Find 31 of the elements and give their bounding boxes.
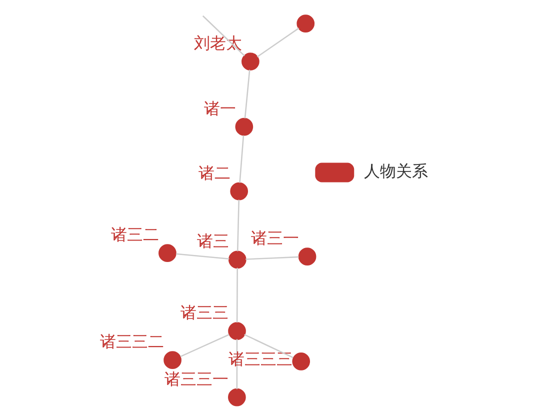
- connector: [244, 70, 250, 118]
- connector: [245, 256, 298, 260]
- node-circle: [298, 248, 316, 266]
- connector: [180, 334, 229, 358]
- node-circle: [228, 250, 246, 269]
- node-label: 诸三三一: [164, 369, 228, 388]
- node-label: 诸三三二: [99, 332, 164, 352]
- node-label: 诸三三: [180, 303, 228, 322]
- node-circle: [292, 352, 310, 370]
- node-label: 诸一: [203, 98, 236, 118]
- node-label: 诸三: [196, 232, 229, 251]
- connector: [238, 135, 244, 183]
- connector: [175, 253, 229, 260]
- node-label: 诸三一: [250, 228, 298, 248]
- node-circle: [241, 52, 259, 70]
- connector: [256, 28, 299, 58]
- node-circle: [158, 244, 176, 262]
- connector: [202, 15, 244, 56]
- node-circle: [228, 322, 246, 340]
- connector: [236, 268, 238, 323]
- node-label: 诸三二: [110, 225, 158, 244]
- node-circle: [296, 14, 314, 32]
- connector: [236, 200, 240, 252]
- node-circle: [228, 388, 246, 406]
- node-label: 诸二: [198, 163, 230, 182]
- node-circle: [234, 118, 253, 136]
- connector: [236, 339, 238, 390]
- connector: [244, 334, 293, 358]
- node-circle: [163, 351, 181, 370]
- node-circle: [230, 182, 248, 200]
- legend-label: 人物关系: [363, 162, 428, 181]
